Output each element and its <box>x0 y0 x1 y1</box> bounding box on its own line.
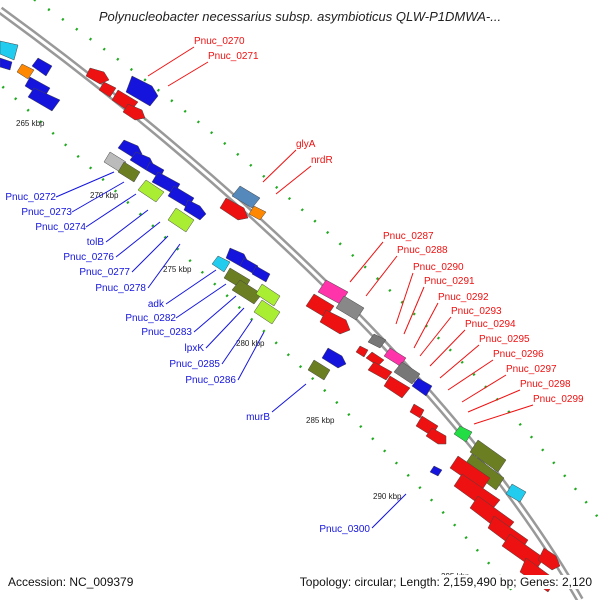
gene-lime <box>255 283 281 307</box>
genome-summary: Topology: circular; Length: 2,159,490 bp… <box>296 575 592 589</box>
gene-olive <box>469 439 507 473</box>
gene-red-arrow <box>319 309 351 335</box>
gene-orange <box>16 63 35 80</box>
gene-cyan <box>505 483 527 503</box>
scale-285: 285 kbp <box>306 416 335 425</box>
label-pnuc-0299: Pnuc_0299 <box>533 394 584 405</box>
gene-blue <box>31 57 53 77</box>
scale-270: 270 kbp <box>90 191 119 200</box>
label-pnuc-0274: Pnuc_0274 <box>35 222 86 233</box>
map-title: Polynucleobacter necessarius subsp. asym… <box>98 9 502 24</box>
leader-lines-red <box>147 46 534 425</box>
gene-red <box>383 375 411 399</box>
gene-red-arrow <box>122 103 146 121</box>
label-tolb: tolB <box>87 237 105 248</box>
gene-labels-red: Pnuc_0270 Pnuc_0271 glyA nrdR Pnuc_0287 … <box>194 36 584 405</box>
gene-red-arrow <box>409 403 425 419</box>
label-pnuc-0293: Pnuc_0293 <box>451 306 502 317</box>
gene-red-arrow <box>537 547 561 571</box>
scale-265: 265 kbp <box>16 119 45 128</box>
label-pnuc-0283: Pnuc_0283 <box>141 327 192 338</box>
label-lpxk: lpxK <box>185 343 205 354</box>
label-pnuc-0298: Pnuc_0298 <box>520 379 571 390</box>
label-pnuc-0271: Pnuc_0271 <box>208 51 259 62</box>
label-pnuc-0288: Pnuc_0288 <box>397 245 448 256</box>
label-pnuc-0294: Pnuc_0294 <box>465 319 516 330</box>
scale-280: 280 kbp <box>236 339 265 348</box>
label-pnuc-0277: Pnuc_0277 <box>79 267 130 278</box>
gene-blue-pnuc0270 <box>125 75 159 107</box>
label-pnuc-0292: Pnuc_0292 <box>438 292 489 303</box>
gene-green <box>453 425 473 443</box>
gene-grey <box>367 333 387 349</box>
label-pnuc-0295: Pnuc_0295 <box>479 334 530 345</box>
gene-blue <box>321 347 347 369</box>
label-pnuc-0290: Pnuc_0290 <box>413 262 464 273</box>
gene-blue <box>27 87 61 112</box>
gene-blue <box>0 57 13 71</box>
label-pnuc-0285: Pnuc_0285 <box>169 359 220 370</box>
gene-red <box>367 361 393 381</box>
gene-olive <box>117 161 141 183</box>
gene-blue <box>251 265 271 283</box>
gene-olive <box>307 359 331 381</box>
gene-cyan <box>0 40 19 61</box>
gene-red-arrow <box>355 345 369 358</box>
gene-steelblue <box>231 185 261 209</box>
gene-cyan <box>211 255 231 273</box>
label-pnuc-0273: Pnuc_0273 <box>21 207 72 218</box>
label-pnuc-0270: Pnuc_0270 <box>194 36 245 47</box>
label-murb: murB <box>246 412 270 423</box>
label-pnuc-0276: Pnuc_0276 <box>63 252 114 263</box>
gene-red <box>98 81 117 98</box>
label-pnuc-0286: Pnuc_0286 <box>185 375 236 386</box>
label-pnuc-0282: Pnuc_0282 <box>125 313 176 324</box>
gene-blue <box>411 377 433 397</box>
genes-outer-strand <box>0 40 561 593</box>
gene-lime <box>167 207 195 233</box>
label-pnuc-0291: Pnuc_0291 <box>424 276 475 287</box>
scale-275: 275 kbp <box>163 265 192 274</box>
label-pnuc-0296: Pnuc_0296 <box>493 349 544 360</box>
label-pnuc-0300: Pnuc_0300 <box>319 524 370 535</box>
gene-red-arrow <box>425 427 447 445</box>
gene-labels-blue: Pnuc_0272 Pnuc_0273 Pnuc_0274 tolB Pnuc_… <box>5 192 370 535</box>
gene-blue-arrow <box>429 465 443 477</box>
gene-olive <box>231 279 263 305</box>
scale-290: 290 kbp <box>373 492 402 501</box>
label-pnuc-0278: Pnuc_0278 <box>95 283 146 294</box>
gene-grey <box>393 361 421 385</box>
label-glya: glyA <box>296 139 316 150</box>
gene-lime <box>253 299 281 325</box>
label-adk: adk <box>148 299 165 310</box>
label-nrdr: nrdR <box>311 155 333 166</box>
leader-lines-blue <box>55 171 407 529</box>
accession-label: Accession: NC_009379 <box>8 575 134 589</box>
gene-blue-arrow <box>183 199 207 221</box>
gene-grey <box>335 295 365 321</box>
guide-track-inner <box>0 82 521 600</box>
label-pnuc-0272: Pnuc_0272 <box>5 192 56 203</box>
label-pnuc-0287: Pnuc_0287 <box>383 231 434 242</box>
genes-inner-strand <box>103 139 443 477</box>
label-pnuc-0297: Pnuc_0297 <box>506 364 557 375</box>
gene-lime <box>137 179 165 203</box>
gene-orange <box>248 205 267 221</box>
gene-red-arrow <box>219 197 249 221</box>
guide-track-outer <box>32 0 600 521</box>
